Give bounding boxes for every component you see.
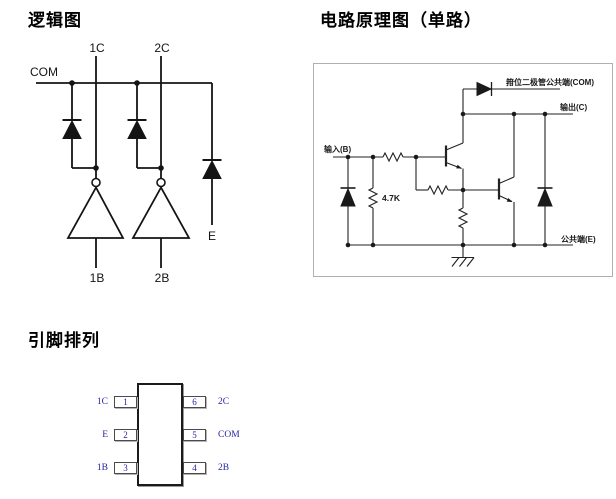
schematic-label-clamp-common: 箝位二极管公共端(COM) <box>506 78 594 87</box>
pin-label-1b: 1B <box>96 463 108 473</box>
logic-label-2b: 2B <box>154 271 170 285</box>
inverter1-triangle <box>66 185 125 239</box>
q1-collector-diagonal <box>445 142 464 151</box>
pin-label-com: COM <box>218 430 240 440</box>
schematic-diodes <box>340 81 553 207</box>
q1-emitter-diagonal <box>445 161 462 170</box>
input-diode-triangle <box>340 187 356 207</box>
diode2-triangle <box>127 119 147 139</box>
schematic-wires <box>333 88 573 267</box>
pin-box-2: 2 <box>114 429 137 441</box>
logic-junction-dots <box>69 80 164 171</box>
q2-emitter-diagonal <box>498 195 513 202</box>
pin-label-e: E <box>102 430 108 440</box>
inverters <box>66 177 191 239</box>
q1-emitter-arrow <box>456 164 462 169</box>
logic-wires <box>36 56 213 268</box>
schematic-title: 电路原理图（单路） <box>320 11 482 30</box>
logic-diodes <box>62 119 222 179</box>
pin-label-1c: 1C <box>96 397 108 407</box>
q2-emitter-arrow <box>506 198 513 202</box>
transistor-arrows <box>456 164 513 202</box>
bias-resistor-zigzag <box>367 187 379 209</box>
pin-box-3: 3 <box>114 462 137 474</box>
inverter1-bubble <box>91 177 101 188</box>
base2-resistor-zigzag <box>427 184 449 196</box>
output-diode-triangle <box>537 187 553 207</box>
diode2-branch-wire <box>136 83 161 169</box>
pin-number-2: 2 <box>123 430 128 440</box>
ground-hatches <box>451 257 475 267</box>
logic-label-e: E <box>207 229 216 243</box>
logic-diagram-title: 逻辑图 <box>28 11 82 30</box>
package-body <box>137 383 183 486</box>
pin-box-1: 1 <box>114 396 137 408</box>
pin-number-5: 5 <box>192 430 197 440</box>
logic-label-com: COM <box>30 65 58 79</box>
input-resistor-zigzag <box>382 151 404 163</box>
logic-label-1b: 1B <box>89 271 105 285</box>
transistor-base-bars <box>444 145 501 200</box>
pin-label-2c: 2C <box>218 397 230 407</box>
schematic-label-input: 输入(B) <box>324 145 352 154</box>
pin-box-6: 6 <box>183 396 206 408</box>
inverter2-bubble <box>156 177 166 188</box>
pin-box-5: 5 <box>183 429 206 441</box>
pin-number-1: 1 <box>123 397 128 407</box>
logic-label-2c: 2C <box>154 41 170 55</box>
schematic-junction-dots <box>345 111 548 248</box>
schematic-label-resistor-value: 4.7K <box>382 193 400 203</box>
pin-number-3: 3 <box>123 463 128 473</box>
emitter-resistor-zigzag <box>457 207 469 229</box>
pinout-title: 引脚排列 <box>28 331 100 350</box>
pin-number-4: 4 <box>192 463 197 473</box>
diode1-triangle <box>62 119 82 139</box>
pin-number-6: 6 <box>192 397 197 407</box>
schematic-label-output: 输出(C) <box>560 103 588 112</box>
diode1-branch-wire <box>71 83 96 169</box>
schematic-label-common: 公共端(E) <box>561 235 596 244</box>
clamp-diode-triangle <box>476 81 493 97</box>
q2-collector-diagonal <box>498 176 515 185</box>
inverter2-triangle <box>131 185 191 239</box>
pin-label-2b: 2B <box>218 463 230 473</box>
pin-box-4: 4 <box>183 462 206 474</box>
logic-label-1c: 1C <box>89 41 105 55</box>
diode3-triangle <box>202 159 222 179</box>
